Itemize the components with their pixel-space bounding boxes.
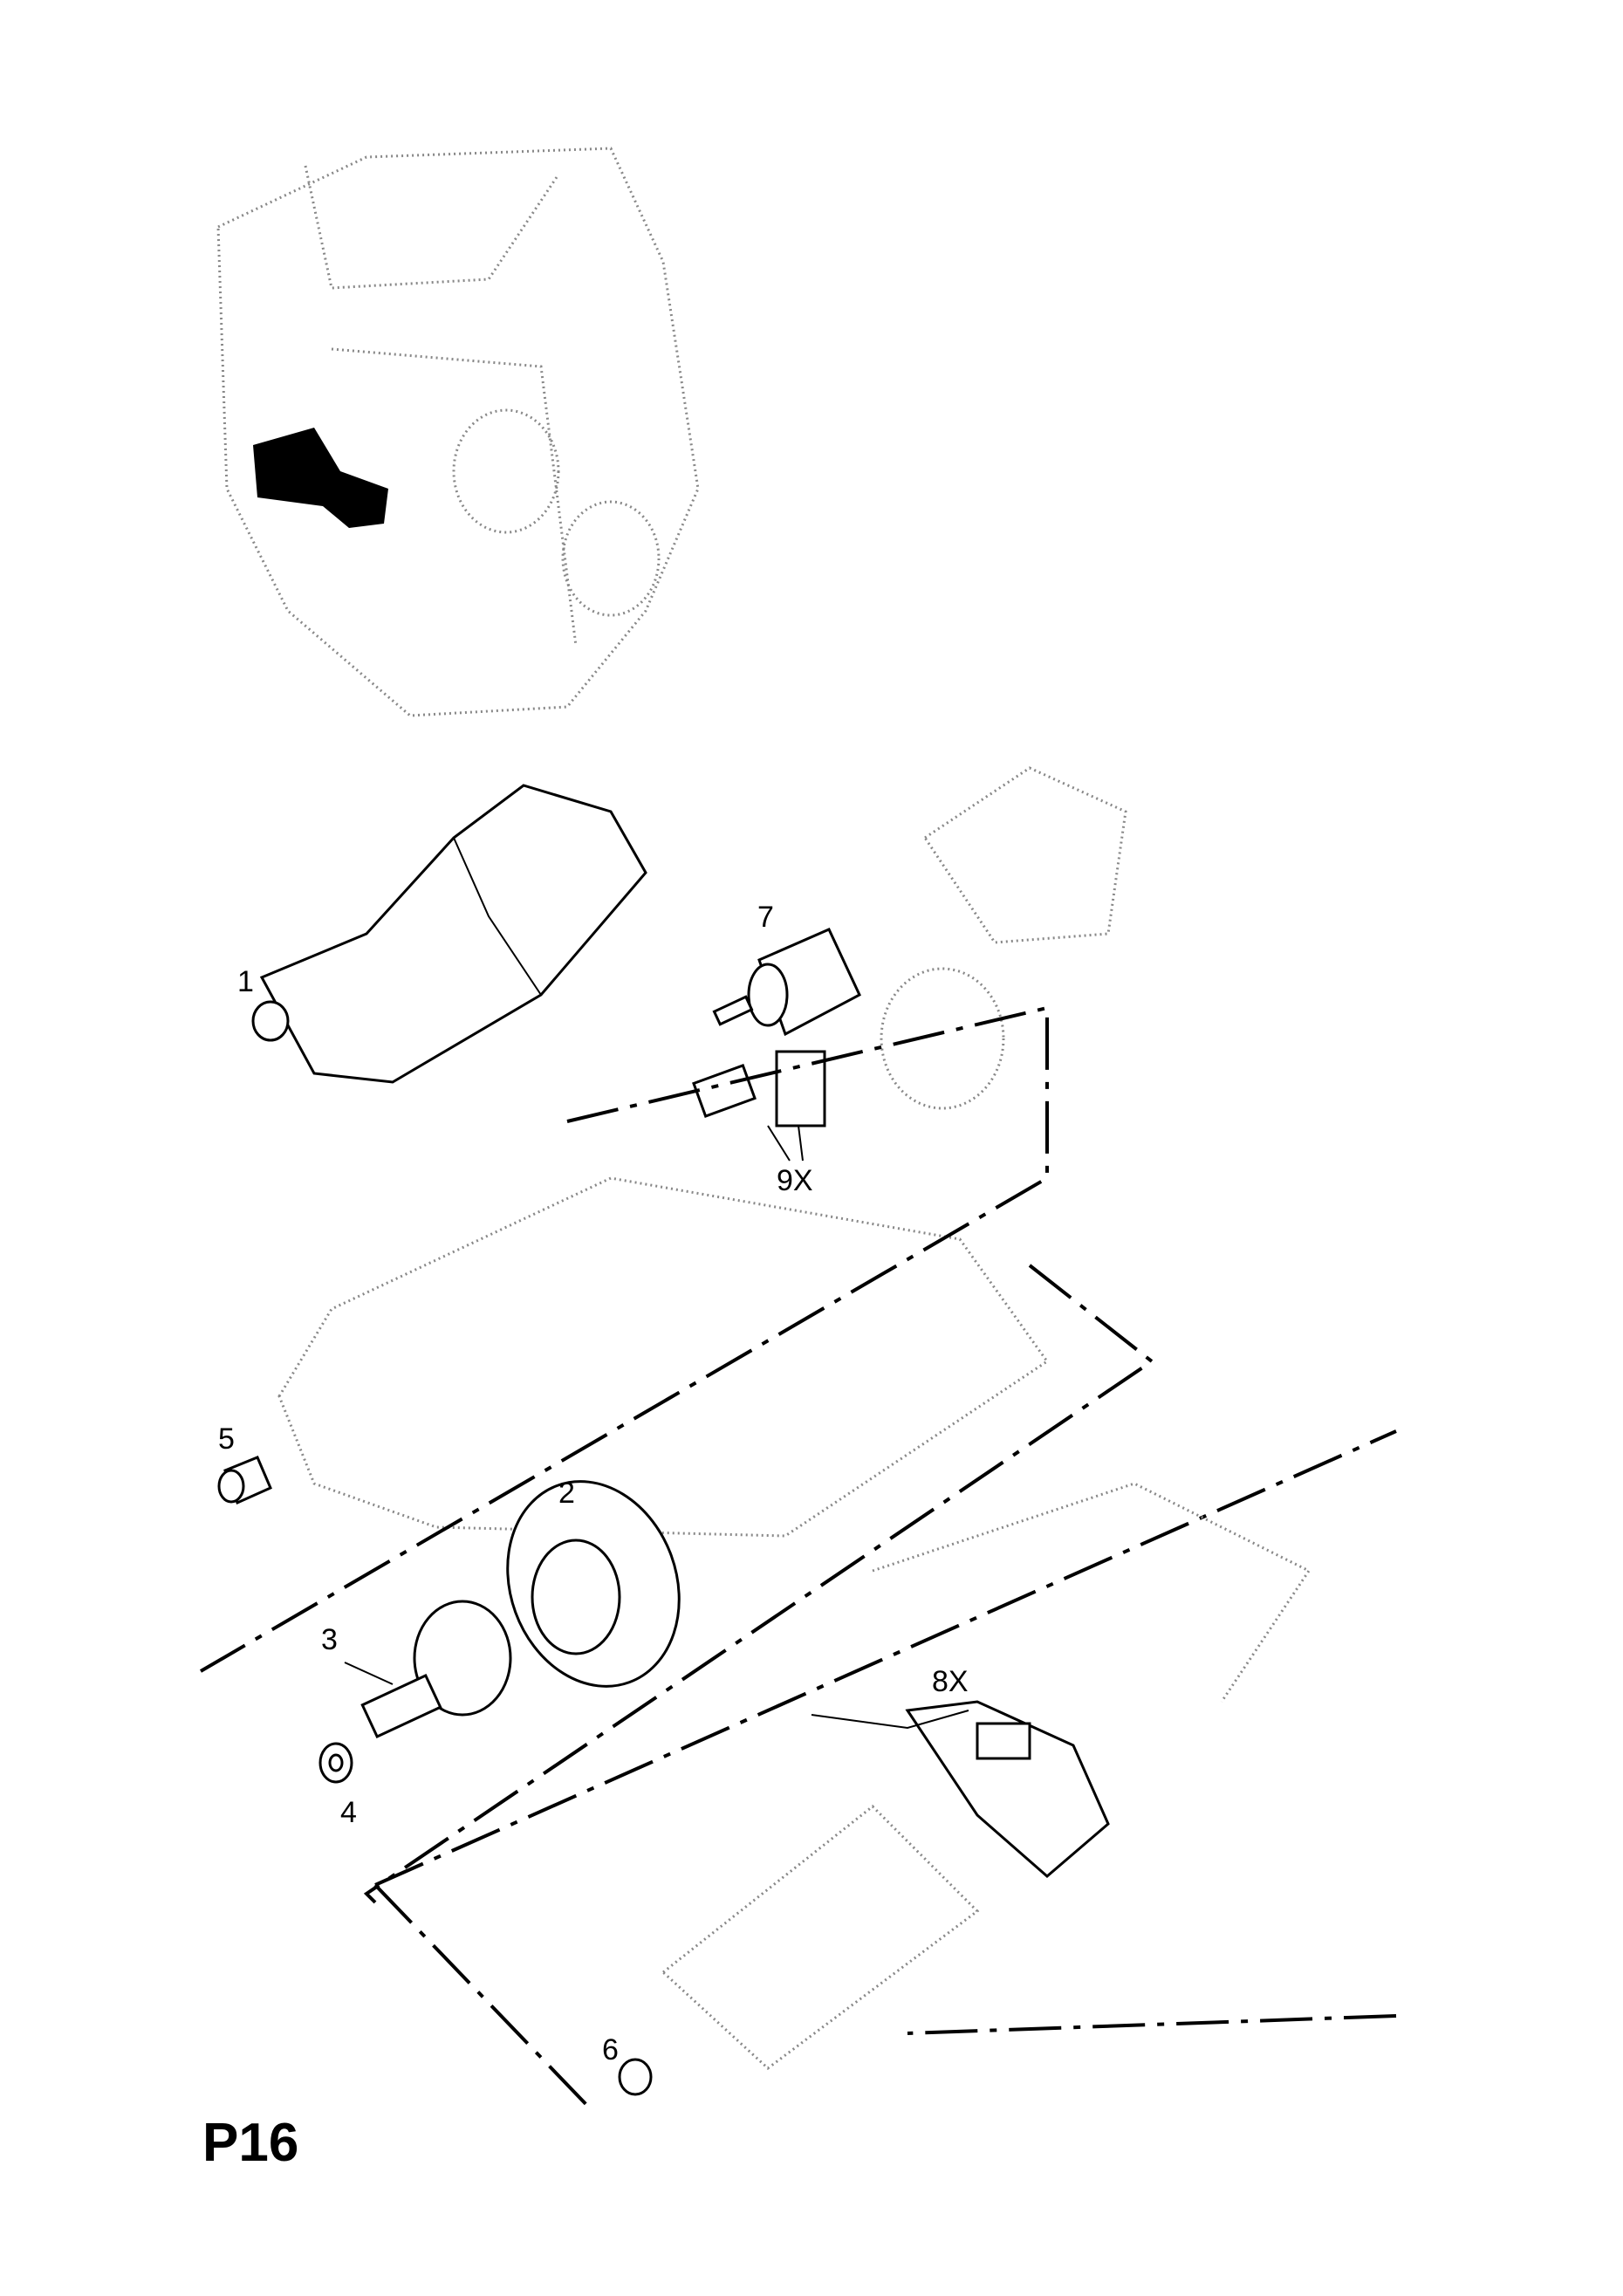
bush-part-6 xyxy=(618,2058,653,2096)
callout-9x: 9X xyxy=(777,1164,813,1197)
assembly-frame-middle xyxy=(363,1264,1155,1904)
page-code: P16 xyxy=(202,2113,299,2173)
drive-end-housing-part-2 xyxy=(506,1480,681,1688)
engine-ghost-illustration xyxy=(216,147,700,717)
callout-2: 2 xyxy=(558,1477,575,1510)
bush-part-5 xyxy=(217,1456,272,1505)
callout-7: 7 xyxy=(757,901,774,934)
callout-leader-3 xyxy=(344,1662,394,1685)
assembly-frame-lower xyxy=(373,1429,1397,2114)
callout-4: 4 xyxy=(340,1796,357,1829)
starter-location-highlight xyxy=(253,428,388,528)
starter-motor-part-1 xyxy=(251,784,647,1084)
stop-ring-part-4 xyxy=(318,1742,353,1784)
callout-1: 1 xyxy=(237,965,254,998)
contact-set-part-9 xyxy=(692,1050,826,1162)
drive-pinion-part-3 xyxy=(360,1600,512,1739)
callout-8x: 8X xyxy=(932,1665,969,1698)
brush-holder-part-8 xyxy=(811,1700,1110,1878)
solenoid-plunger-part-7 xyxy=(712,928,861,1037)
callout-3: 3 xyxy=(321,1623,338,1656)
callout-5: 5 xyxy=(218,1422,235,1456)
callout-6: 6 xyxy=(602,2033,619,2066)
